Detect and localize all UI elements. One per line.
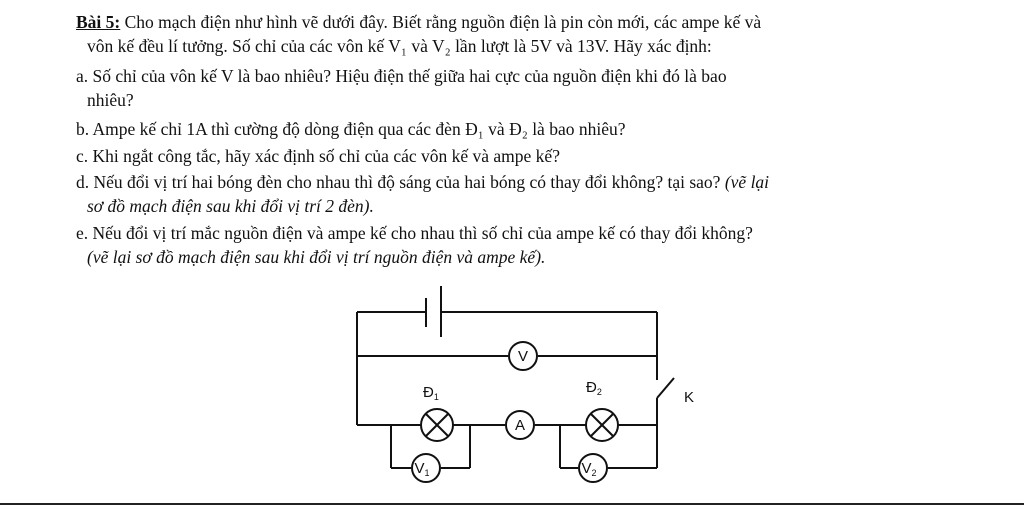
voltmeter-v-letter: V	[518, 348, 528, 365]
problem-intro-line-1: Bài 5: Cho mạch điện như hình vẽ dưới đâ…	[76, 11, 761, 33]
lamp-1: Đ1	[420, 384, 454, 442]
switch-label: K	[684, 389, 694, 406]
bottom-border	[0, 503, 1024, 505]
ammeter: A	[505, 410, 535, 440]
lamp-1-cross-b	[425, 413, 449, 437]
ammeter-circle	[505, 410, 535, 440]
problem-intro-2: vôn kế đều lí tưởng. Số chỉ của các vôn …	[87, 36, 712, 56]
problem-intro-1: Cho mạch điện như hình vẽ dưới đây. Biết…	[120, 12, 762, 32]
voltmeter-v-circle	[508, 341, 538, 371]
question-c: c. Khi ngắt công tắc, hãy xác định số ch…	[76, 146, 560, 166]
lamp-2-cross-b	[590, 413, 614, 437]
lamp-2: Đ2	[585, 379, 619, 442]
voltmeter-v2-circle	[578, 453, 608, 483]
switch-blade	[656, 377, 675, 399]
question-e-line-2: (vẽ lại sơ đồ mạch điện sau khi đổi vị t…	[87, 247, 546, 267]
question-d-italic: (vẽ lại	[724, 172, 770, 192]
question-a-line-1: a. Số chỉ của vôn kế V là bao nhiêu? Hiệ…	[76, 66, 727, 86]
voltmeter-v1-letter: V1	[414, 460, 429, 478]
ammeter-letter: A	[515, 417, 525, 434]
voltmeter-v: V	[508, 341, 538, 371]
question-b: b. Ampe kế chỉ 1A thì cường độ dòng điện…	[76, 119, 626, 139]
voltmeter-v1-circle	[411, 453, 441, 483]
question-a-line-2: nhiêu?	[87, 90, 134, 110]
lamp-2-letter: Đ2	[586, 379, 602, 397]
problem-label: Bài 5:	[76, 12, 121, 32]
lamp-1-letter: Đ1	[423, 384, 439, 402]
voltmeter-v2: V2	[578, 453, 608, 483]
voltmeter-v1: V1	[411, 453, 441, 483]
question-d-text: d. Nếu đổi vị trí hai bóng đèn cho nhau …	[76, 172, 725, 192]
question-e-line-1: e. Nếu đổi vị trí mắc nguồn điện và ampe…	[76, 223, 753, 243]
question-d-line-1: d. Nếu đổi vị trí hai bóng đèn cho nhau …	[76, 171, 769, 193]
question-d-line-2: sơ đồ mạch điện sau khi đổi vị trí 2 đèn…	[87, 196, 374, 216]
voltmeter-v2-letter: V2	[581, 460, 596, 478]
